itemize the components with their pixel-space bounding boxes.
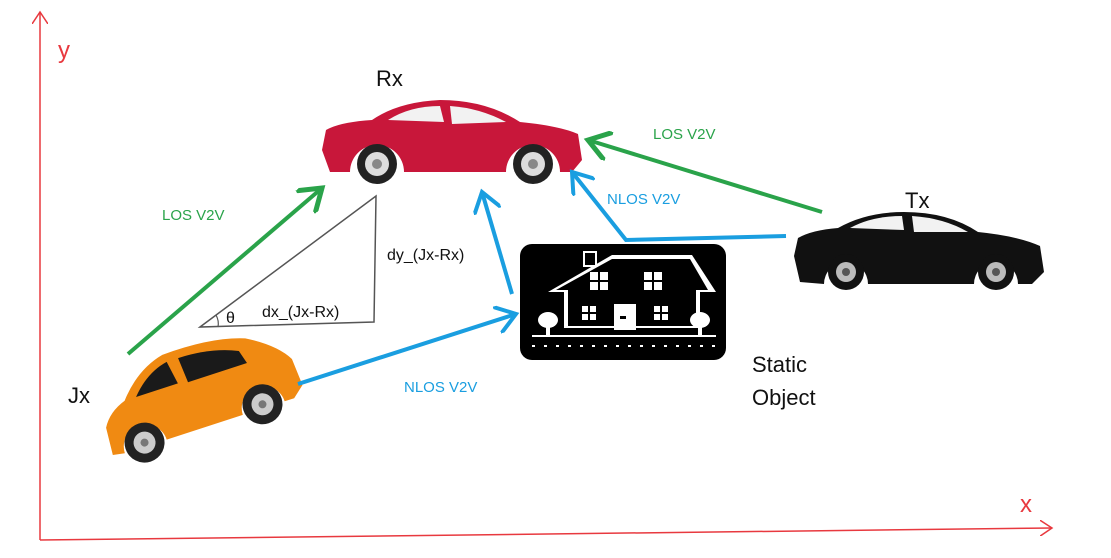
rx-label: Rx (376, 66, 403, 91)
jx-car-icon (106, 338, 303, 456)
axes: y x (39, 12, 1052, 541)
jx-car: Jx (68, 338, 303, 463)
jx-obj-nlos-label: NLOS V2V (404, 379, 477, 396)
y-axis-label: y (58, 37, 70, 64)
dy-label: dy_(Jx-Rx) (387, 247, 464, 264)
obj-rx-nlos-arrow-from-jx (482, 192, 514, 295)
rx-car: Rx (322, 66, 582, 184)
x-axis-label: x (1020, 491, 1032, 518)
jx-rx-los-label: LOS V2V (162, 207, 225, 224)
static-object-label-line1: Static (752, 352, 807, 377)
rx-car-icon (322, 100, 582, 172)
links: LOS V2V LOS V2V NLOS V2V NLOS V2V (126, 126, 823, 396)
tx-rx-los-label: LOS V2V (653, 126, 716, 143)
tx-rx-los-arrow (588, 140, 823, 214)
tx-car: Tx (794, 188, 1044, 290)
static-object: Static Object (520, 244, 816, 410)
x-axis (39, 528, 1052, 541)
tx-obj-rx-nlos-arrow (572, 172, 787, 243)
jx-rx-los-arrow (126, 188, 322, 356)
static-object-label-line2: Object (752, 385, 816, 410)
dx-label: dx_(Jx-Rx) (262, 304, 339, 321)
house-icon (532, 251, 716, 347)
tx-label: Tx (905, 188, 929, 213)
angle-theta-label: θ (226, 310, 235, 327)
tx-obj-nlos-label: NLOS V2V (607, 191, 680, 208)
geometry-triangle: θ dx_(Jx-Rx) dy_(Jx-Rx) (197, 194, 464, 328)
jx-label: Jx (68, 383, 90, 408)
jx-obj-nlos-arrow (297, 314, 516, 386)
